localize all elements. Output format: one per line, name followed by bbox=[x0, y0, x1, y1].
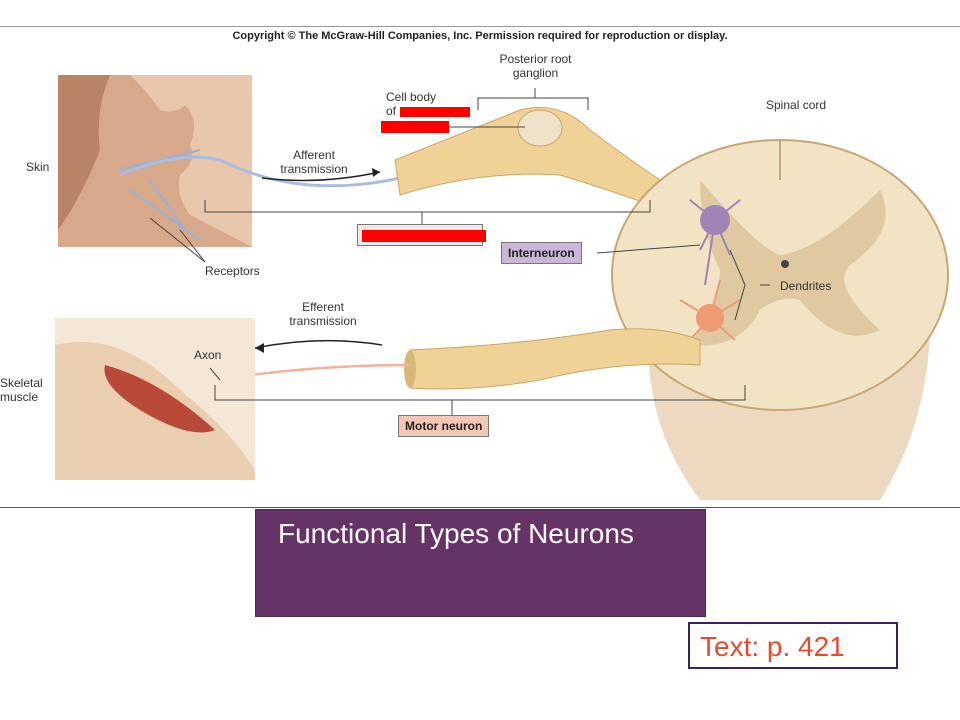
copyright-notice: Copyright © The McGraw-Hill Companies, I… bbox=[232, 30, 728, 42]
title-banner: Functional Types of Neurons bbox=[255, 509, 706, 617]
efferent-transmission-label: Efferent transmission bbox=[289, 300, 357, 328]
afferent-transmission-label: Afferent transmission bbox=[280, 148, 348, 176]
ganglion-cell-body bbox=[517, 109, 563, 147]
skin-label: Skin bbox=[26, 160, 50, 174]
motor-neuron-cell bbox=[679, 279, 741, 341]
axon-label: Axon bbox=[194, 348, 222, 362]
neuron-diagram bbox=[55, 75, 949, 500]
posterior-root-ganglion-label: Posterior root ganglion bbox=[499, 52, 572, 80]
motor-neuron-label: Motor neuron bbox=[398, 415, 490, 437]
figure-frame bbox=[0, 26, 960, 508]
redaction-bar bbox=[381, 121, 449, 133]
spinal-cord-label: Spinal cord bbox=[766, 98, 827, 112]
redaction-bar bbox=[362, 230, 486, 242]
redaction-bar bbox=[400, 107, 470, 117]
receptors-label: Receptors bbox=[205, 264, 260, 278]
posterior-root bbox=[394, 107, 661, 206]
interneuron-label: Interneuron bbox=[501, 242, 582, 264]
anterior-root bbox=[409, 328, 701, 390]
text-reference-box: Text: p. 421 bbox=[688, 622, 898, 669]
cell-body-label: Cell body of bbox=[386, 90, 437, 118]
afferent-arrow bbox=[261, 171, 381, 182]
interneuron-cell bbox=[689, 199, 741, 286]
skeletal-muscle-label: Skeletal muscle bbox=[0, 376, 43, 404]
arm-illustration bbox=[55, 318, 255, 480]
sensory-fiber bbox=[119, 155, 401, 188]
text-reference: Text: p. 421 bbox=[700, 631, 845, 662]
dendrites-label: Dendrites bbox=[780, 279, 832, 293]
slide-title: Functional Types of Neurons bbox=[278, 518, 634, 549]
efferent-arrow bbox=[254, 339, 383, 349]
